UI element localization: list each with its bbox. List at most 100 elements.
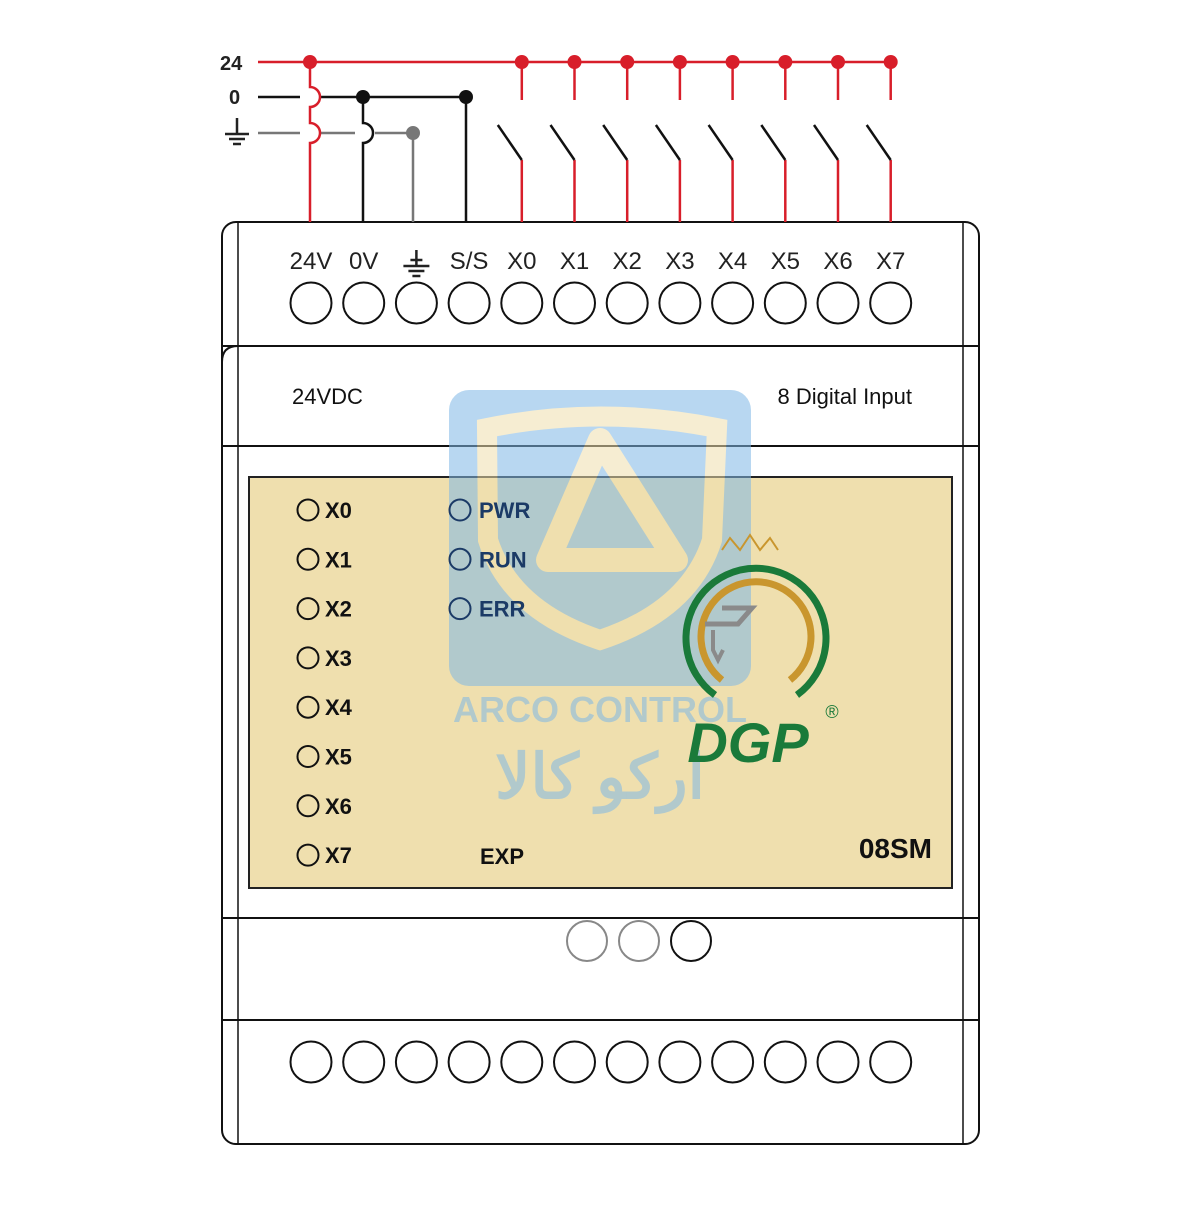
led-pwr bbox=[448, 498, 472, 522]
terminal-label-24v: 24V bbox=[290, 248, 333, 275]
terminal-screw-bottom-3 bbox=[447, 1040, 491, 1084]
dgp-logo: DGP ® bbox=[682, 533, 839, 774]
input-switch-x2 bbox=[602, 62, 629, 222]
led-err bbox=[448, 597, 472, 621]
expansion-connector bbox=[566, 920, 712, 962]
rail-label-24v: 24 bbox=[220, 53, 243, 75]
wire-24v bbox=[308, 62, 322, 222]
led-x2 bbox=[296, 597, 320, 621]
led-x5 bbox=[296, 745, 320, 768]
status-led-column: PWR RUN ERR bbox=[448, 498, 530, 622]
ground-icon bbox=[225, 118, 249, 146]
terminal-label-x5: X5 bbox=[771, 248, 800, 275]
junction-x5 bbox=[778, 55, 793, 69]
terminal-screw-top-9 bbox=[763, 281, 807, 325]
terminal-screw-top-5 bbox=[553, 281, 596, 325]
terminal-label-x3: X3 bbox=[665, 248, 694, 275]
bottom-terminal-block bbox=[289, 1040, 913, 1084]
watermark-latin: ARCO CONTROL bbox=[453, 689, 747, 730]
terminal-label-x7: X7 bbox=[876, 248, 905, 275]
junction-x6 bbox=[831, 55, 845, 69]
junction-ground bbox=[406, 126, 420, 140]
terminal-screw-top-0 bbox=[289, 281, 333, 325]
terminal-label-x6: X6 bbox=[823, 248, 852, 275]
registered-mark: ® bbox=[825, 702, 838, 722]
terminal-screw-top-7 bbox=[658, 281, 702, 325]
terminal-ground-icon bbox=[403, 250, 430, 278]
junction-x0 bbox=[514, 55, 529, 69]
rail-label-0v: 0 bbox=[229, 87, 240, 109]
led-x7 bbox=[296, 843, 320, 867]
led-run bbox=[448, 547, 472, 571]
terminal-label-x1: X1 bbox=[560, 248, 589, 275]
led-x6 bbox=[296, 794, 320, 818]
junction-x3 bbox=[672, 55, 687, 69]
terminal-screw-bottom-2 bbox=[394, 1040, 438, 1084]
led-label-run: RUN bbox=[479, 547, 527, 572]
led-x0 bbox=[296, 498, 320, 522]
input-switch-x4 bbox=[707, 62, 734, 222]
module-type-label: 8 Digital Input bbox=[777, 384, 912, 409]
junction-x1 bbox=[567, 55, 582, 69]
input-switches bbox=[496, 55, 898, 222]
junction-0v bbox=[356, 90, 370, 104]
junction-x7 bbox=[883, 55, 898, 69]
terminal-screw-bottom-11 bbox=[869, 1040, 913, 1084]
supply-voltage-label: 24VDC bbox=[292, 384, 363, 409]
terminal-screw-bottom-6 bbox=[605, 1040, 649, 1084]
terminal-screw-top-8 bbox=[711, 281, 755, 325]
terminal-screw-bottom-5 bbox=[553, 1040, 596, 1084]
arco-watermark: ARCO CONTROL ارکو کالا bbox=[449, 390, 751, 815]
terminal-screw-bottom-7 bbox=[658, 1040, 702, 1084]
terminal-label-x0: X0 bbox=[507, 248, 536, 275]
led-label-x4: X4 bbox=[325, 695, 353, 720]
terminal-label-x4: X4 bbox=[718, 248, 747, 275]
junction-x4 bbox=[725, 55, 740, 69]
led-label-x0: X0 bbox=[325, 498, 352, 523]
terminal-screw-top-10 bbox=[816, 281, 860, 325]
terminal-screw-bottom-1 bbox=[342, 1040, 386, 1084]
terminal-screw-top-1 bbox=[342, 281, 386, 325]
led-label-x2: X2 bbox=[325, 597, 352, 622]
wire-0v bbox=[361, 97, 375, 222]
terminal-screw-top-4 bbox=[500, 281, 544, 325]
model-number: 08SM bbox=[859, 833, 932, 864]
led-label-x1: X1 bbox=[325, 547, 352, 572]
led-label-x3: X3 bbox=[325, 646, 352, 671]
terminal-label-ss: S/S bbox=[450, 248, 489, 275]
top-terminal-block bbox=[289, 281, 913, 325]
top-terminal-labels: 24V 0V S/S X0 X1 X2 X3 X4 X5 X6 X7 bbox=[290, 248, 905, 278]
input-switch-x5 bbox=[760, 62, 787, 222]
junction-ss bbox=[459, 90, 473, 104]
input-switch-x1 bbox=[549, 62, 576, 222]
input-switch-x0 bbox=[496, 62, 524, 222]
exp-label: EXP bbox=[480, 844, 524, 869]
terminal-screw-bottom-0 bbox=[289, 1040, 333, 1084]
led-label-x6: X6 bbox=[325, 794, 352, 819]
input-switch-x6 bbox=[812, 62, 840, 222]
input-switch-x7 bbox=[865, 62, 892, 222]
terminal-label-0v: 0V bbox=[349, 248, 378, 275]
terminal-screw-top-3 bbox=[447, 281, 491, 325]
led-x4 bbox=[296, 695, 320, 719]
led-x3 bbox=[296, 646, 320, 670]
led-label-pwr: PWR bbox=[479, 498, 530, 523]
led-x1 bbox=[296, 547, 320, 571]
input-switch-x3 bbox=[654, 62, 682, 222]
terminal-screw-bottom-9 bbox=[763, 1040, 807, 1084]
terminal-screw-top-2 bbox=[394, 281, 438, 325]
terminal-label-x2: X2 bbox=[613, 248, 642, 275]
terminal-screw-top-6 bbox=[605, 281, 649, 325]
junction-x2 bbox=[620, 55, 635, 69]
led-label-x7: X7 bbox=[325, 843, 352, 868]
watermark-persian: ارکو کالا bbox=[495, 743, 705, 815]
terminal-screw-bottom-10 bbox=[816, 1040, 860, 1084]
terminal-screw-bottom-4 bbox=[500, 1040, 544, 1084]
led-label-x5: X5 bbox=[325, 745, 352, 770]
led-label-err: ERR bbox=[479, 597, 526, 622]
terminal-screw-bottom-8 bbox=[711, 1040, 755, 1084]
terminal-screw-top-11 bbox=[869, 281, 913, 325]
